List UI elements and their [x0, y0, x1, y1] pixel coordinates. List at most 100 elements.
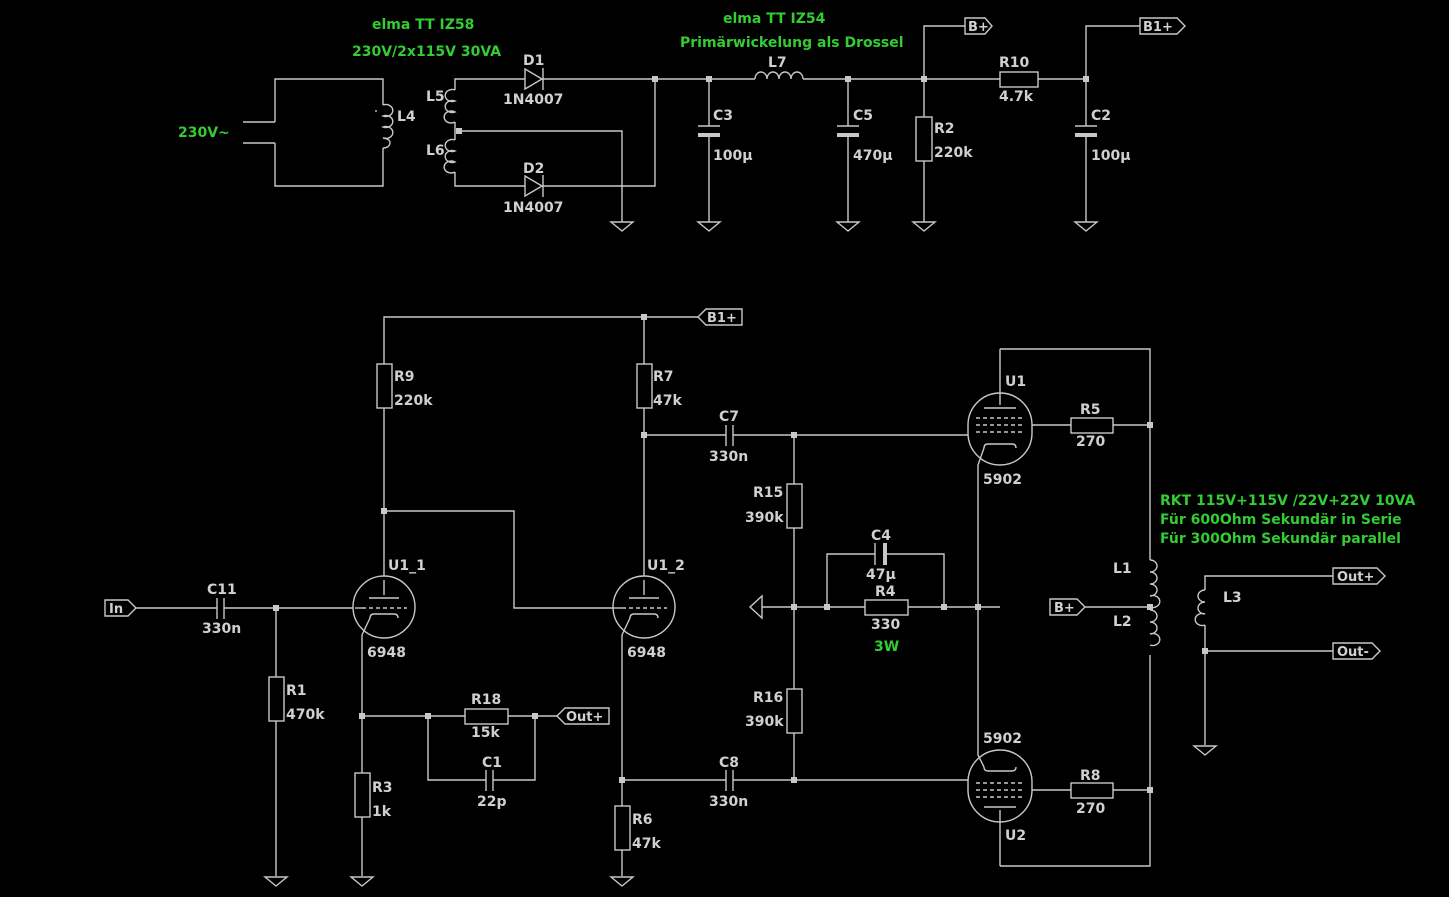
- svg-text:390k: 390k: [745, 510, 784, 526]
- resistor-R7[interactable]: [636, 363, 653, 409]
- svg-text:1N4007: 1N4007: [503, 200, 563, 216]
- svg-text:100µ: 100µ: [1091, 148, 1131, 164]
- svg-text:L7: L7: [768, 55, 787, 71]
- svg-text:R15: R15: [753, 485, 783, 501]
- triode-U1_1[interactable]: [352, 575, 416, 639]
- svg-text:R2: R2: [934, 121, 955, 137]
- resistor-R10[interactable]: [999, 71, 1039, 88]
- note-xfmr-rating: 230V/2x115V 30VA: [352, 44, 501, 60]
- svg-text:C5: C5: [853, 108, 873, 124]
- port-out-plus-right[interactable]: Out+: [1332, 567, 1386, 585]
- svg-text:47k: 47k: [653, 393, 682, 409]
- svg-text:D1: D1: [523, 53, 544, 69]
- svg-text:L5: L5: [426, 89, 445, 105]
- amplifier-section: B1+: [104, 308, 1386, 887]
- svg-text:270: 270: [1076, 434, 1105, 450]
- svg-text:5902: 5902: [983, 472, 1022, 488]
- svg-text:U1: U1: [1005, 374, 1026, 390]
- svg-text:1N4007: 1N4007: [503, 92, 563, 108]
- svg-text:C8: C8: [719, 755, 739, 771]
- port-b-plus-out[interactable]: B+: [1049, 598, 1086, 616]
- svg-text:C2: C2: [1091, 108, 1111, 124]
- inductor-L3[interactable]: [1194, 589, 1206, 627]
- diode-D1[interactable]: [524, 67, 544, 91]
- ground-symbol: [609, 876, 635, 887]
- resistor-R15[interactable]: [786, 483, 803, 529]
- resistor-R2[interactable]: [915, 116, 933, 162]
- capacitor-C8[interactable]: [622, 770, 975, 791]
- svg-text:L1: L1: [1113, 561, 1132, 577]
- note-choke-title: elma TT IZ54: [723, 11, 826, 27]
- capacitor-C7[interactable]: [644, 425, 975, 446]
- svg-text:5902: 5902: [983, 731, 1022, 747]
- power-supply-section: B+ B1+: [243, 17, 1186, 232]
- inductor-L7[interactable]: [754, 71, 804, 80]
- svg-text:C3: C3: [713, 108, 733, 124]
- port-b-plus-top[interactable]: B+: [964, 17, 993, 35]
- capacitor-C5[interactable]: [837, 79, 859, 222]
- ground-symbol: [696, 221, 722, 232]
- ground-symbol: [835, 221, 861, 232]
- svg-text:R16: R16: [753, 690, 783, 706]
- inductor-L5[interactable]: [443, 88, 458, 124]
- svg-text:L6: L6: [426, 143, 445, 159]
- note-choke-desc: Primärwickelung als Drossel: [680, 35, 904, 51]
- svg-text:B1+: B1+: [1143, 20, 1173, 35]
- inductor-L2[interactable]: [1149, 609, 1161, 647]
- port-out-minus-right[interactable]: Out-: [1332, 642, 1381, 660]
- svg-text:R18: R18: [471, 692, 501, 708]
- resistor-R16[interactable]: [786, 688, 803, 734]
- diode-D2[interactable]: [524, 174, 544, 198]
- svg-text:C1: C1: [482, 755, 502, 771]
- port-b1-plus-top[interactable]: B1+: [1139, 17, 1186, 35]
- svg-text:U1_2: U1_2: [647, 558, 685, 574]
- note-out-xfmr-2: Für 600Ohm Sekundär in Serie: [1160, 512, 1402, 528]
- svg-text:390k: 390k: [745, 714, 784, 730]
- resistor-R3[interactable]: [354, 772, 371, 818]
- capacitor-C1[interactable]: [485, 770, 494, 791]
- capacitor-C4[interactable]: [874, 543, 887, 565]
- resistor-R4[interactable]: [864, 599, 909, 616]
- svg-text:In: In: [109, 602, 123, 617]
- resistor-R8[interactable]: [1070, 782, 1114, 799]
- resistor-R5[interactable]: [1070, 417, 1114, 434]
- svg-text:R10: R10: [999, 55, 1030, 71]
- svg-text:Out+: Out+: [566, 710, 603, 725]
- svg-text:R3: R3: [372, 780, 393, 796]
- resistor-R6[interactable]: [614, 805, 631, 851]
- svg-text:15k: 15k: [471, 725, 500, 741]
- ground-symbol: [349, 876, 375, 887]
- svg-text:R4: R4: [875, 584, 896, 600]
- inductor-L4[interactable]: [375, 103, 394, 149]
- inductor-L1[interactable]: [1149, 559, 1161, 609]
- svg-text:47k: 47k: [632, 836, 661, 852]
- svg-text:Out+: Out+: [1337, 570, 1374, 585]
- port-in[interactable]: In: [104, 599, 137, 617]
- svg-text:330: 330: [871, 617, 900, 633]
- svg-text:6948: 6948: [367, 645, 406, 661]
- note-xfmr-title: elma TT IZ58: [372, 17, 474, 33]
- svg-text:C11: C11: [207, 582, 237, 598]
- capacitor-C11[interactable]: [136, 598, 355, 619]
- capacitor-C2[interactable]: [1075, 79, 1097, 222]
- svg-text:B+: B+: [1054, 601, 1075, 616]
- inductor-L6[interactable]: [443, 138, 458, 174]
- ground-symbol: [609, 221, 635, 232]
- port-out-plus-left[interactable]: Out+: [556, 707, 610, 725]
- svg-text:470µ: 470µ: [853, 148, 893, 164]
- resistor-R1[interactable]: [268, 676, 285, 722]
- triode-U1_2[interactable]: [612, 575, 676, 639]
- port-b1-plus-mid[interactable]: B1+: [697, 308, 743, 326]
- resistor-R9[interactable]: [376, 363, 393, 409]
- pentode-U2[interactable]: [967, 749, 1071, 866]
- svg-text:6948: 6948: [627, 645, 666, 661]
- capacitor-C3[interactable]: [698, 79, 720, 222]
- note-mains: 230V~: [178, 125, 230, 141]
- svg-text:470k: 470k: [286, 707, 325, 723]
- resistor-R18[interactable]: [464, 708, 509, 725]
- svg-text:R5: R5: [1080, 402, 1101, 418]
- svg-text:22p: 22p: [477, 794, 507, 810]
- pentode-U1[interactable]: [967, 349, 1071, 466]
- svg-text:B+: B+: [968, 20, 989, 35]
